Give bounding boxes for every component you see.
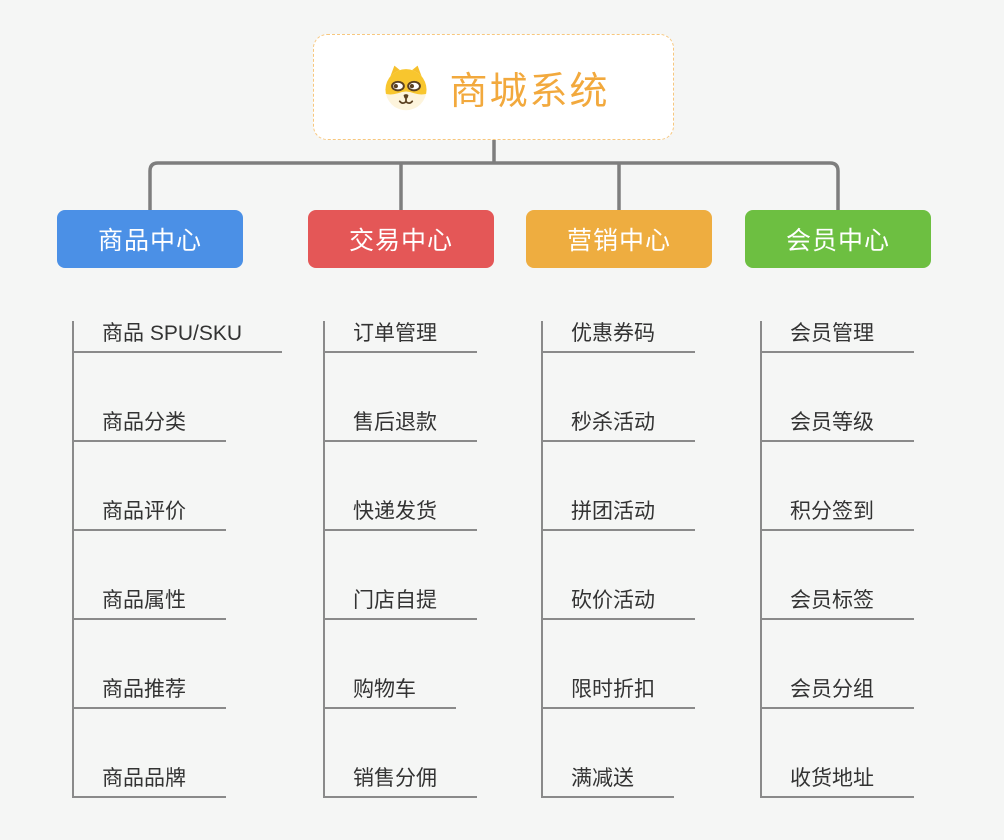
child-node[interactable]: 拼团活动 xyxy=(543,499,695,531)
root-node[interactable]: 商城系统 xyxy=(313,34,674,140)
child-node[interactable]: 销售分佣 xyxy=(325,766,477,798)
branch-children: 优惠券码 秒杀活动 拼团活动 砍价活动 限时折扣 满减送 xyxy=(541,321,695,798)
child-node[interactable]: 快递发货 xyxy=(325,499,477,531)
branch-marketing-center: 营销中心 优惠券码 秒杀活动 拼团活动 砍价活动 限时折扣 满减送 xyxy=(526,210,712,798)
child-node[interactable]: 积分签到 xyxy=(762,499,914,531)
branch-children: 会员管理 会员等级 积分签到 会员标签 会员分组 收货地址 xyxy=(760,321,914,798)
child-node[interactable]: 门店自提 xyxy=(325,588,477,620)
child-node[interactable]: 商品 SPU/SKU xyxy=(74,321,283,353)
child-node[interactable]: 会员管理 xyxy=(762,321,914,353)
child-node[interactable]: 购物车 xyxy=(325,677,456,709)
branch-header-trade-center[interactable]: 交易中心 xyxy=(308,210,494,268)
branch-children: 商品 SPU/SKU 商品分类 商品评价 商品属性 商品推荐 商品品牌 xyxy=(72,321,283,798)
child-node[interactable]: 会员等级 xyxy=(762,410,914,442)
branch-member-center: 会员中心 会员管理 会员等级 积分签到 会员标签 会员分组 收货地址 xyxy=(745,210,931,798)
branch-header-marketing-center[interactable]: 营销中心 xyxy=(526,210,712,268)
child-node[interactable]: 秒杀活动 xyxy=(543,410,695,442)
child-node[interactable]: 会员标签 xyxy=(762,588,914,620)
child-node[interactable]: 会员分组 xyxy=(762,677,914,709)
branch-product-center: 商品中心 商品 SPU/SKU 商品分类 商品评价 商品属性 商品推荐 商品品牌 xyxy=(57,210,283,798)
child-node[interactable]: 订单管理 xyxy=(325,321,477,353)
child-node[interactable]: 砍价活动 xyxy=(543,588,695,620)
child-node[interactable]: 商品推荐 xyxy=(74,677,226,709)
child-node[interactable]: 售后退款 xyxy=(325,410,477,442)
child-node[interactable]: 收货地址 xyxy=(762,766,914,798)
root-title: 商城系统 xyxy=(449,70,610,113)
child-node[interactable]: 商品属性 xyxy=(74,588,226,620)
child-node[interactable]: 商品分类 xyxy=(74,410,226,442)
child-node[interactable]: 满减送 xyxy=(543,766,674,798)
branch-children: 订单管理 售后退款 快递发货 门店自提 购物车 销售分佣 xyxy=(323,321,477,798)
child-node[interactable]: 商品评价 xyxy=(74,499,226,531)
branch-header-product-center[interactable]: 商品中心 xyxy=(57,210,243,268)
branch-trade-center: 交易中心 订单管理 售后退款 快递发货 门店自提 购物车 销售分佣 xyxy=(308,210,494,798)
branch-header-member-center[interactable]: 会员中心 xyxy=(745,210,931,268)
child-node[interactable]: 商品品牌 xyxy=(74,766,226,798)
dog-face-icon xyxy=(385,65,428,111)
child-node[interactable]: 限时折扣 xyxy=(543,677,695,709)
child-node[interactable]: 优惠券码 xyxy=(543,321,695,353)
